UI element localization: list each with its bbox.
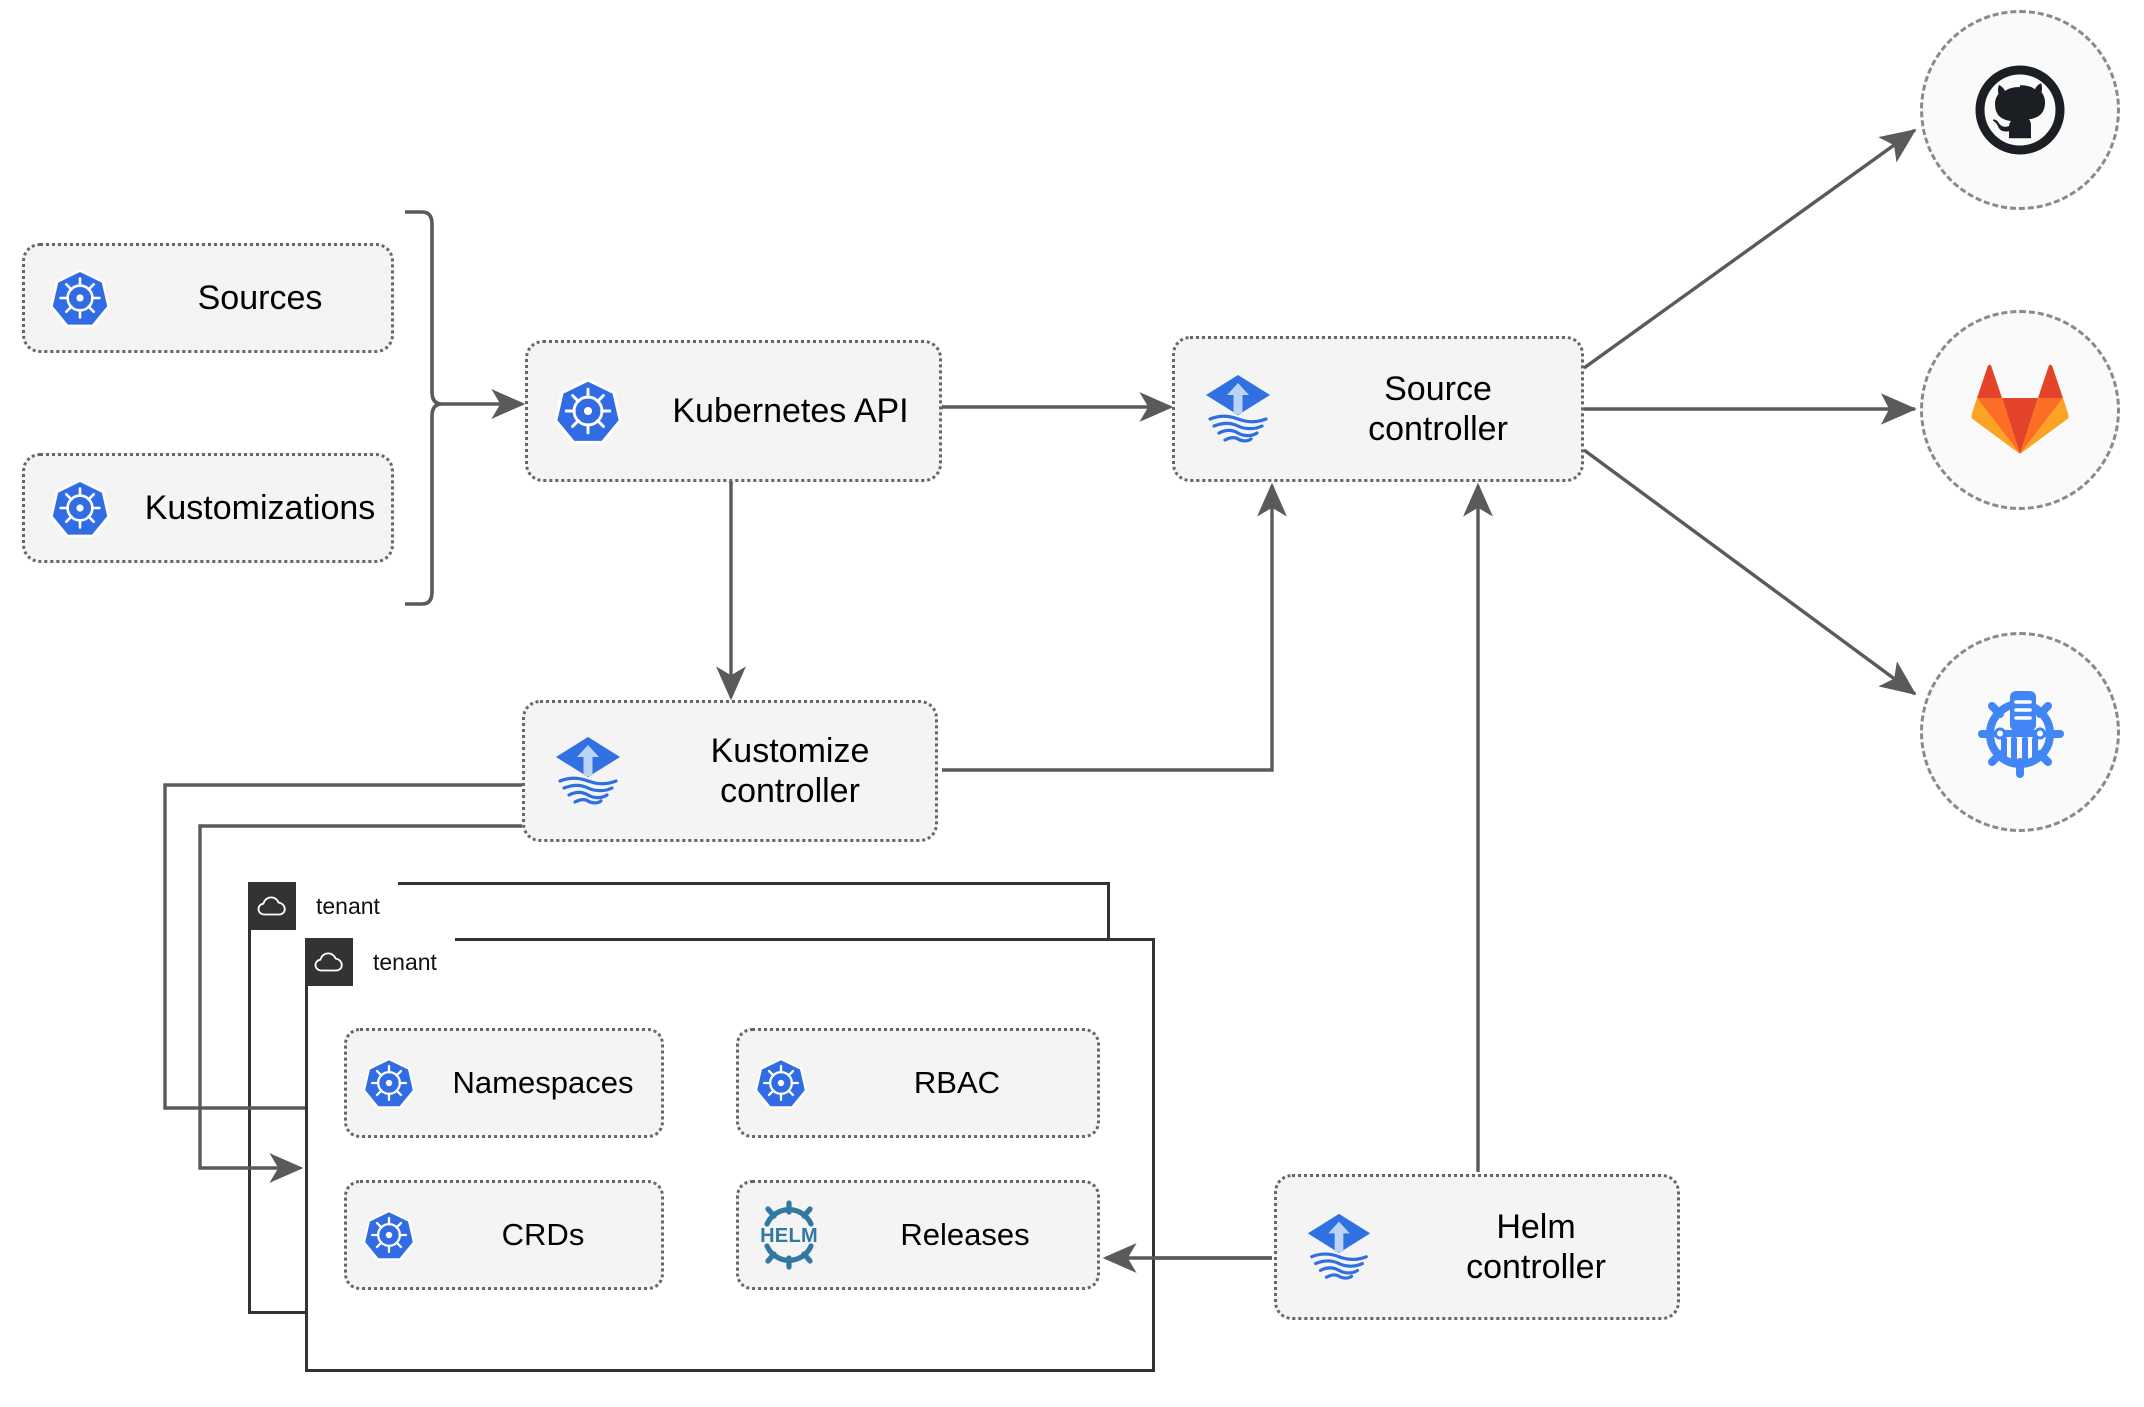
node-kustomize-controller[interactable]: Kustomize controller [522, 700, 938, 842]
tenant-label: tenant [373, 948, 437, 975]
node-rbac[interactable]: RBAC [736, 1028, 1100, 1138]
node-label: Releases [900, 1216, 1030, 1252]
node-label: Kustomize controller [710, 731, 870, 810]
node-label: CRDs [501, 1216, 585, 1252]
kubernetes-icon [528, 375, 648, 447]
svg-text:HELM: HELM [760, 1225, 818, 1247]
node-kubernetes-api[interactable]: Kubernetes API [525, 340, 942, 482]
repo-gitlab[interactable] [1920, 310, 2120, 510]
node-label: Source controller [1368, 369, 1508, 448]
node-label: Kustomizations [144, 488, 376, 527]
node-label: RBAC [913, 1064, 1001, 1100]
kubernetes-icon [25, 476, 135, 540]
repo-helm-chart-repository[interactable] [1920, 632, 2120, 832]
node-label: Sources [197, 278, 323, 317]
node-releases[interactable]: HELM Releases [736, 1180, 1100, 1290]
brace-sources-group [405, 210, 443, 606]
github-icon [1975, 65, 2065, 155]
cloud-icon [248, 882, 296, 930]
helm-icon: HELM [739, 1199, 839, 1271]
node-label: Namespaces [452, 1064, 634, 1100]
flux-icon [525, 731, 651, 811]
repo-github[interactable] [1920, 10, 2120, 210]
node-crds[interactable]: CRDs [344, 1180, 664, 1290]
flux-icon [1277, 1208, 1401, 1286]
node-label: Kubernetes API [672, 391, 909, 430]
gitlab-icon [1971, 364, 2069, 454]
tenant-tab-outer[interactable]: tenant [248, 882, 398, 930]
edge-source-to-helm-repo [1582, 448, 1917, 696]
kubernetes-icon [347, 1207, 431, 1263]
node-kustomizations[interactable]: Kustomizations [22, 453, 394, 563]
kubernetes-icon [347, 1055, 431, 1111]
flux-icon [1175, 369, 1301, 449]
tenant-tab-inner[interactable]: tenant [305, 938, 455, 986]
tenant-label: tenant [316, 892, 380, 919]
edge-kustomize-to-source [942, 482, 1287, 772]
kubernetes-icon [25, 266, 135, 330]
edge-source-to-github [1583, 128, 1917, 370]
helm-chart-repository-icon [1978, 691, 2064, 778]
tenant-box-inner[interactable]: tenant [305, 938, 1155, 1372]
node-label: Helm controller [1466, 1207, 1606, 1286]
node-namespaces[interactable]: Namespaces [344, 1028, 664, 1138]
kubernetes-icon [739, 1055, 823, 1111]
node-helm-controller[interactable]: Helm controller [1274, 1174, 1680, 1320]
node-sources[interactable]: Sources [22, 243, 394, 353]
cloud-icon [305, 938, 353, 986]
node-source-controller[interactable]: Source controller [1172, 336, 1584, 482]
